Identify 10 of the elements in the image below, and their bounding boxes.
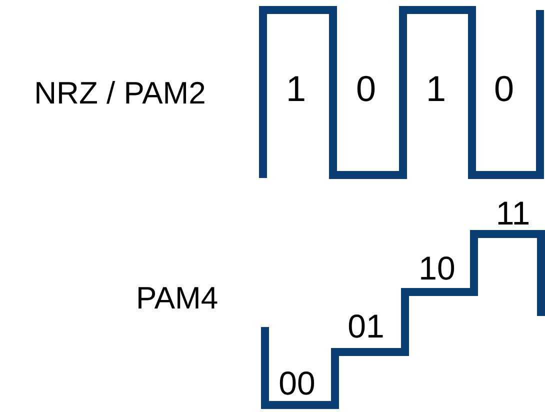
bit-label: 1 [426, 71, 446, 107]
bit-label: 0 [494, 71, 514, 107]
bit-label: 0 [356, 71, 376, 107]
level-label: 11 [496, 196, 530, 230]
bit-label: 1 [286, 71, 306, 107]
signal-label: PAM4 [136, 282, 218, 314]
level-label: 01 [348, 310, 384, 342]
level-label: 00 [278, 366, 316, 400]
level-label: 10 [418, 252, 456, 284]
signal-label: NRZ / PAM2 [34, 78, 206, 108]
